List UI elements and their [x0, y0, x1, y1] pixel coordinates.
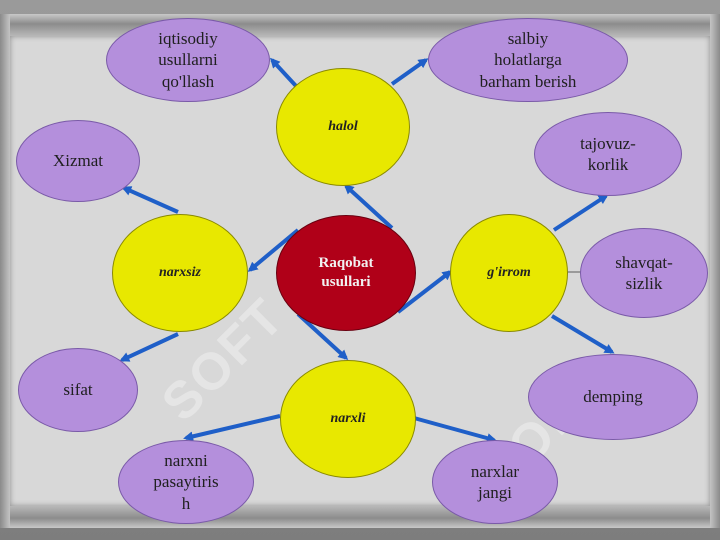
leaf-node-iqtisodiy: iqtisodiy usullarni qo'llash [106, 18, 270, 102]
arrow-narxli-to-narxni [183, 414, 281, 442]
leaf-node-narxni: narxni pasaytiris h [118, 440, 254, 524]
leaf-node-xizmat: Xizmat [16, 120, 140, 202]
hub-label-halol: halol [328, 119, 358, 135]
hub-label-narxli: narxli [330, 411, 366, 427]
hub-label-girrom: g'irrom [487, 265, 531, 281]
leaf-node-tajovuz: tajovuz- korlik [534, 112, 682, 196]
leaf-node-shavqat: shavqat- sizlik [580, 228, 708, 318]
leaf-label-narxlar: narxlar jangi [470, 461, 520, 502]
leaf-label-shavqat: shavqat- sizlik [615, 252, 673, 293]
center-label: Raqobat usullari [318, 255, 374, 290]
arrow-narxsiz-to-xizmat [121, 186, 179, 214]
hub-label-narxsiz: narxsiz [158, 265, 202, 281]
center-node-raqobat-usullari: Raqobat usullari [276, 215, 416, 331]
hub-node-narxsiz: narxsiz [112, 214, 248, 332]
frame-rail-right [710, 14, 720, 528]
leaf-node-demping: demping [528, 354, 698, 440]
leaf-label-xizmat: Xizmat [52, 151, 104, 171]
leaf-node-salbiy: salbiy holatlarga barham berish [428, 18, 628, 102]
frame-rail-left [0, 14, 10, 528]
arrow-center-to-narxli [296, 312, 349, 361]
arrow-narxli-to-narxlar [413, 416, 497, 443]
arrow-narxsiz-to-sifat [119, 332, 179, 362]
arrow-girrom-to-demping [550, 314, 615, 354]
arrow-halol-to-salbiy [390, 58, 429, 86]
arrow-center-to-halol [343, 183, 394, 230]
arrow-girrom-to-tajovuz [552, 194, 609, 232]
hub-node-girrom: g'irrom [450, 214, 568, 332]
leaf-label-tajovuz: tajovuz- korlik [580, 133, 636, 174]
arrow-halol-to-iqtisodiy [269, 57, 298, 88]
arrow-center-to-girrom [396, 270, 453, 314]
leaf-label-narxni: narxni pasaytiris h [153, 451, 219, 513]
leaf-node-narxlar: narxlar jangi [432, 440, 558, 524]
leaf-label-demping: demping [583, 387, 643, 407]
hub-node-halol: halol [276, 68, 410, 186]
hub-node-narxli: narxli [280, 360, 416, 478]
leaf-label-salbiy: salbiy holatlarga barham berish [479, 29, 577, 91]
leaf-label-sifat: sifat [63, 380, 93, 400]
leaf-node-sifat: sifat [18, 348, 138, 432]
leaf-label-iqtisodiy: iqtisodiy usullarni qo'llash [158, 29, 218, 91]
